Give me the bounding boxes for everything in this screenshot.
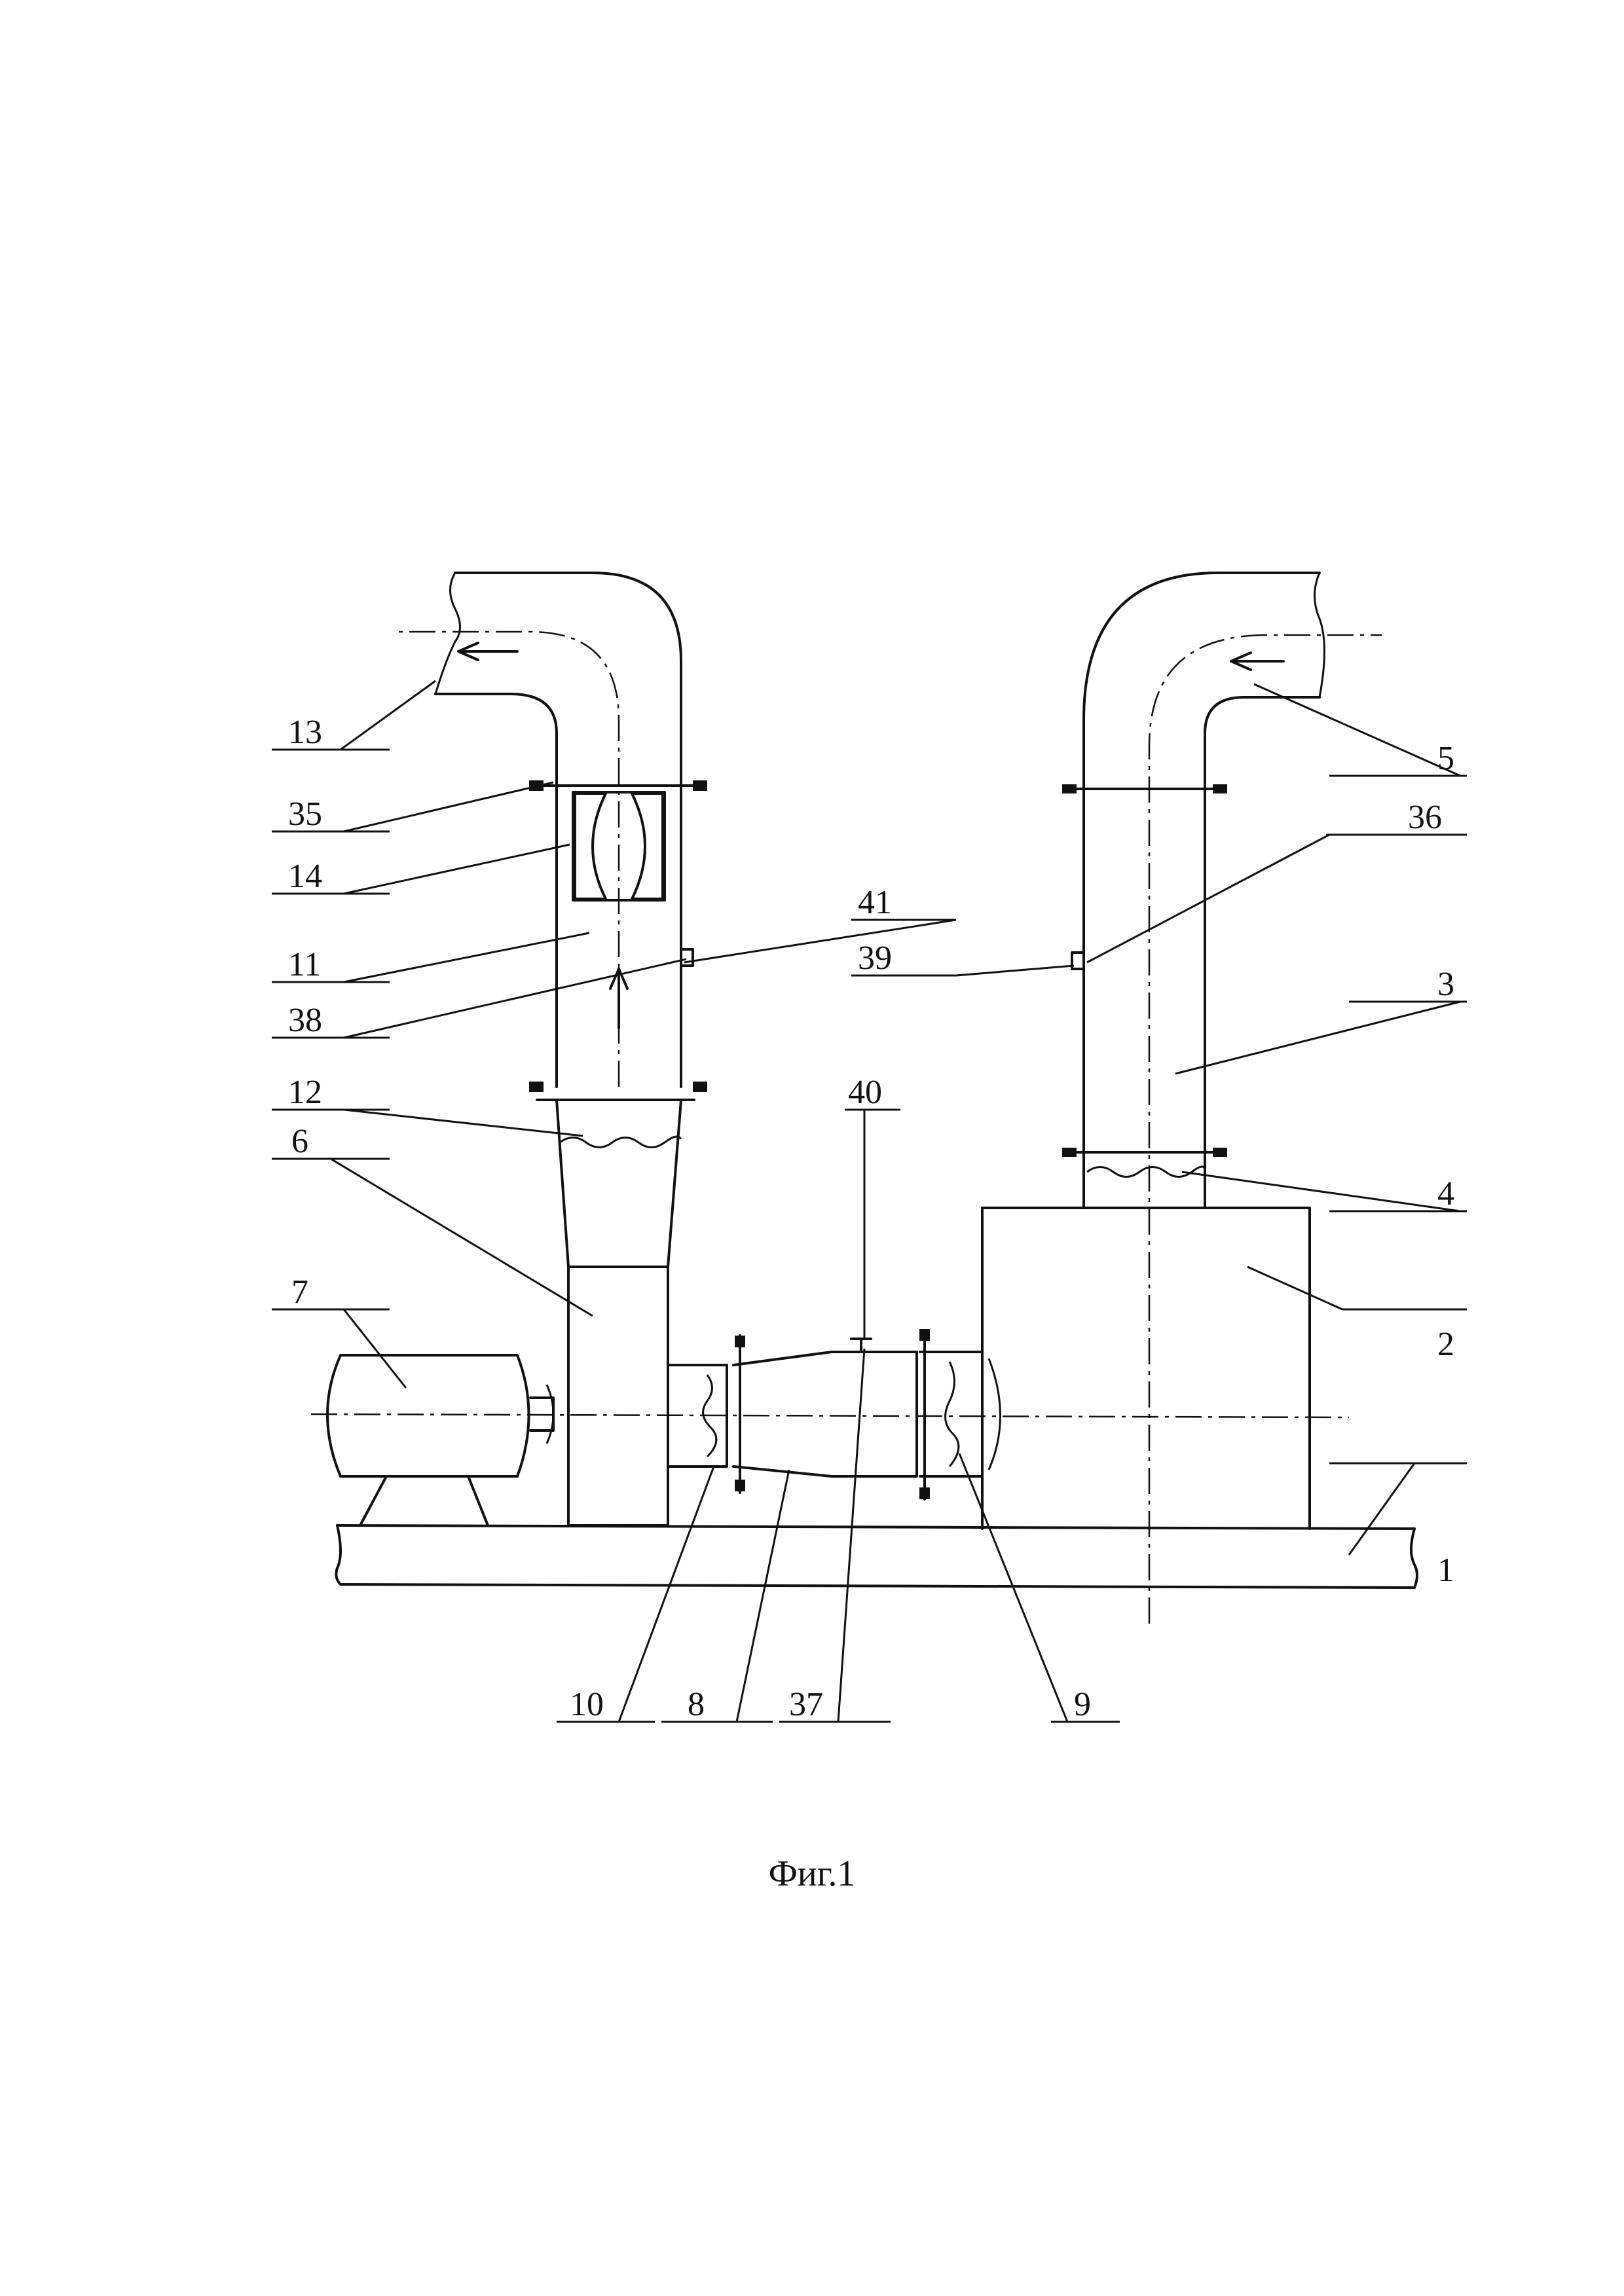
right-vertical-duct: [1062, 572, 1382, 1624]
label-14: 14: [288, 858, 322, 895]
label-10: 10: [570, 1686, 604, 1723]
sensor-fitting-38: [680, 948, 694, 967]
label-39: 39: [858, 939, 892, 977]
chamber-housing: [981, 1207, 1311, 1530]
label-4: 4: [1437, 1175, 1454, 1212]
label-6: 6: [291, 1123, 308, 1160]
label-38: 38: [288, 1002, 322, 1039]
label-13: 13: [288, 714, 322, 751]
label-9: 9: [1074, 1686, 1091, 1723]
filter-element-12: [559, 1135, 682, 1148]
label-36: 36: [1408, 799, 1442, 836]
connecting-pipe: [667, 1329, 984, 1501]
left-outlet-elbow: [393, 572, 682, 1087]
left-vertical-duct: [529, 780, 707, 1092]
label-35: 35: [288, 795, 322, 833]
leader-lines: [272, 680, 1467, 1723]
label-12: 12: [288, 1074, 322, 1111]
fan-housing: [536, 1099, 695, 1527]
label-1: 1: [1437, 1552, 1454, 1589]
reference-labels: 1 2 3 4 5 6 7 8 9 10 11 12 13 14 35 36 3…: [288, 714, 1454, 1723]
label-40: 40: [848, 1074, 882, 1111]
electric-motor: [326, 1354, 555, 1527]
horizontal-axis-line: [310, 1413, 1350, 1419]
figure-caption: Фиг.1: [769, 1853, 856, 1894]
label-3: 3: [1437, 966, 1454, 1003]
label-7: 7: [291, 1273, 308, 1311]
label-2: 2: [1437, 1326, 1454, 1363]
label-5: 5: [1437, 740, 1454, 777]
label-8: 8: [688, 1686, 705, 1723]
label-11: 11: [288, 946, 321, 983]
base-frame: [335, 1524, 1418, 1589]
label-41: 41: [858, 884, 892, 921]
label-37: 37: [789, 1686, 823, 1723]
nozzle-insert: [572, 791, 666, 902]
